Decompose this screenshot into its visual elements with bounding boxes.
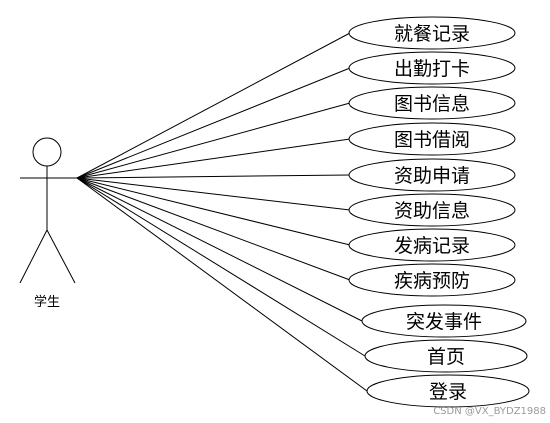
use-case-ellipse bbox=[348, 16, 516, 50]
actor-figure bbox=[19, 137, 77, 284]
use-case-label: 图书信息 bbox=[394, 93, 470, 115]
use-case-label: 资助信息 bbox=[394, 200, 470, 222]
association-line bbox=[76, 32, 351, 179]
use-case-3[interactable]: 图书借阅 bbox=[348, 122, 516, 156]
association-line bbox=[76, 177, 351, 281]
use-case-ellipse bbox=[348, 263, 516, 297]
association-line bbox=[76, 177, 366, 357]
use-case-1[interactable]: 出勤打卡 bbox=[348, 51, 516, 85]
association-line bbox=[76, 174, 351, 179]
use-case-ellipse bbox=[348, 228, 516, 262]
actor-label: 学生 bbox=[34, 294, 60, 310]
use-case-7[interactable]: 疾病预防 bbox=[348, 263, 516, 297]
use-case-label: 就餐记录 bbox=[394, 23, 470, 45]
use-case-2[interactable]: 图书信息 bbox=[348, 86, 516, 120]
use-case-4[interactable]: 资助申请 bbox=[348, 158, 516, 192]
association-line bbox=[76, 67, 351, 179]
association-line bbox=[76, 102, 351, 179]
use-case-ellipse bbox=[348, 122, 516, 156]
use-case-ellipse bbox=[361, 304, 527, 338]
use-case-9[interactable]: 首页 bbox=[364, 339, 528, 373]
use-case-6[interactable]: 发病记录 bbox=[348, 228, 516, 262]
use-case-label: 首页 bbox=[427, 346, 465, 368]
use-case-5[interactable]: 资助信息 bbox=[348, 193, 516, 227]
use-case-label: 疾病预防 bbox=[394, 270, 470, 292]
actor-right-leg bbox=[46, 229, 76, 284]
association-lines bbox=[76, 32, 368, 392]
use-case-label: 登录 bbox=[429, 381, 467, 403]
use-case-10[interactable]: 登录 bbox=[366, 374, 530, 408]
association-line bbox=[76, 177, 351, 246]
use-case-ellipse bbox=[348, 158, 516, 192]
association-line bbox=[76, 138, 351, 179]
use-case-ellipse bbox=[348, 51, 516, 85]
use-case-0[interactable]: 就餐记录 bbox=[348, 16, 516, 50]
use-case-ellipse bbox=[348, 86, 516, 120]
use-case-ellipse bbox=[366, 374, 530, 408]
use-case-8[interactable]: 突发事件 bbox=[361, 304, 527, 338]
use-case-ellipse bbox=[364, 339, 528, 373]
use-case-label: 突发事件 bbox=[406, 311, 482, 333]
association-line bbox=[76, 177, 363, 322]
association-line bbox=[76, 177, 368, 392]
use-case-label: 发病记录 bbox=[394, 235, 470, 257]
use-case-ellipse bbox=[348, 193, 516, 227]
association-line bbox=[76, 177, 351, 211]
watermark: CSDN @VX_BYDZ1988 bbox=[433, 406, 546, 417]
use-case-label: 资助申请 bbox=[394, 165, 470, 187]
actor-left-leg bbox=[19, 229, 48, 284]
use-case-label: 出勤打卡 bbox=[394, 58, 470, 80]
actor-head bbox=[32, 137, 62, 167]
use-case-label: 图书借阅 bbox=[394, 129, 470, 151]
